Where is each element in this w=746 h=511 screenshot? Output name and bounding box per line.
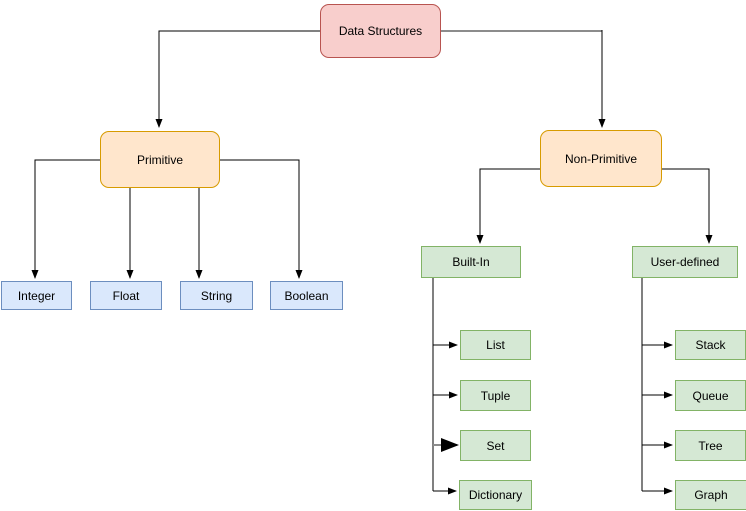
node-tuple: Tuple <box>460 380 531 411</box>
node-non-primitive-label: Non-Primitive <box>564 151 637 166</box>
edge-nonprimitive-to-userdefined <box>662 168 713 244</box>
node-string-label: String <box>200 288 233 303</box>
node-list: List <box>460 330 531 360</box>
edge-nonprimitive-to-builtin <box>476 168 541 244</box>
node-built-in: Built-In <box>421 246 521 278</box>
node-string: String <box>180 281 253 310</box>
node-stack: Stack <box>675 330 746 360</box>
edge-primitive-to-boolean <box>220 159 303 279</box>
node-set: Set <box>460 430 531 461</box>
node-non-primitive: Non-Primitive <box>540 130 662 187</box>
node-tree: Tree <box>675 430 746 461</box>
node-user-defined-label: User-defined <box>650 255 720 269</box>
node-user-defined: User-defined <box>632 246 738 278</box>
node-float: Float <box>90 281 162 310</box>
node-graph-label: Graph <box>694 488 728 502</box>
node-tree-label: Tree <box>698 438 723 453</box>
node-queue: Queue <box>675 380 746 411</box>
node-boolean: Boolean <box>270 281 343 310</box>
node-stack-label: Stack <box>695 338 726 352</box>
node-integer-label: Integer <box>17 288 56 303</box>
node-built-in-label: Built-In <box>452 255 490 269</box>
node-dictionary: Dictionary <box>459 480 532 510</box>
node-dictionary-label: Dictionary <box>468 488 523 502</box>
node-float-label: Float <box>112 288 140 303</box>
node-integer: Integer <box>1 281 72 310</box>
node-list-label: List <box>486 338 505 352</box>
node-primitive-label: Primitive <box>136 152 183 167</box>
node-set-label: Set <box>486 438 505 453</box>
node-primitive: Primitive <box>100 131 220 188</box>
node-graph: Graph <box>675 480 746 510</box>
node-queue-label: Queue <box>692 388 729 403</box>
node-data-structures-label: Data Structures <box>338 24 423 38</box>
edge-root-to-primitive <box>155 30 320 128</box>
edge-primitive-to-integer <box>31 159 100 279</box>
node-data-structures: Data Structures <box>320 4 441 58</box>
node-tuple-label: Tuple <box>480 388 511 403</box>
node-boolean-label: Boolean <box>284 288 329 303</box>
